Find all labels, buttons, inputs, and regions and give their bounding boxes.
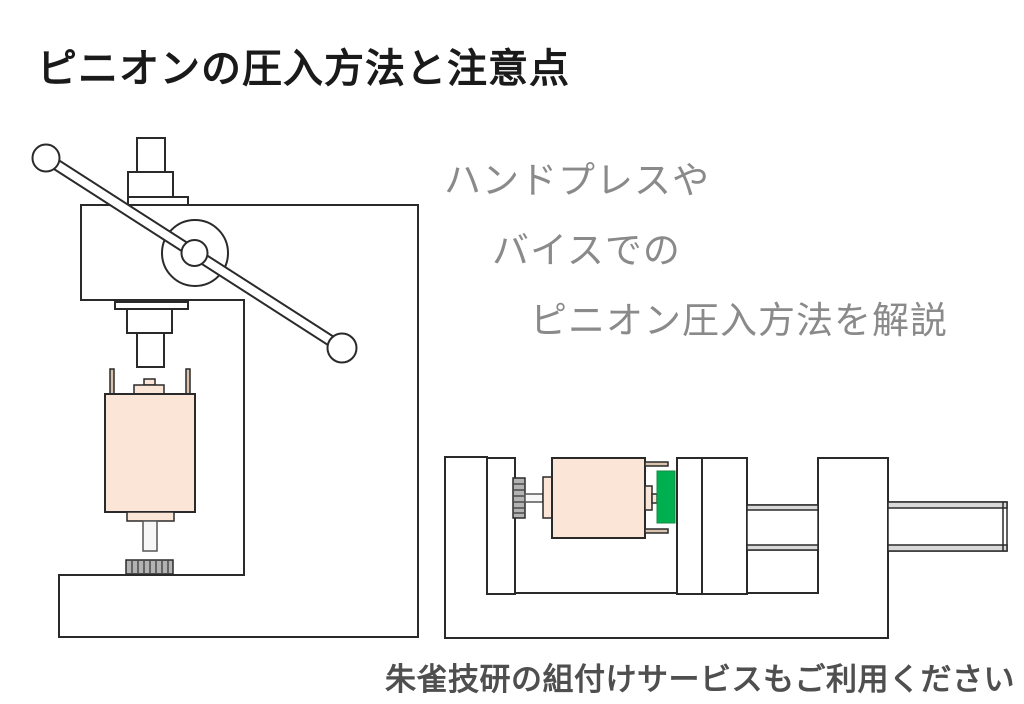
vise-slide-bar: [746, 504, 819, 551]
press-ram-plate: [114, 301, 189, 310]
press-ram-tip: [136, 332, 165, 368]
vise-fixed-jaw: [486, 457, 516, 595]
motor-shaft: [142, 520, 158, 552]
caption-line-1: ハンドプレスや: [444, 160, 710, 201]
motor-terminal-pin: [185, 368, 191, 395]
motor-endcap: [644, 485, 653, 511]
vise-slide-rail: [746, 544, 819, 551]
caption-line-2: バイスでの: [492, 230, 681, 271]
motor-terminal-pin: [644, 461, 669, 467]
motor-body: [551, 457, 646, 539]
page-title: ピニオンの圧入方法と注意点: [37, 47, 570, 91]
press-frame: [58, 204, 419, 638]
bench-vise-figure: [444, 456, 1008, 639]
motor-front-step: [542, 476, 553, 519]
vise-lead-screw: [887, 501, 1008, 552]
motor-endcap-button: [651, 493, 658, 504]
motor-shaft: [524, 493, 544, 503]
motor-terminal-pin: [644, 528, 669, 534]
motor-front-step: [126, 511, 175, 522]
press-handle-ball-left: [31, 143, 61, 173]
press-top-plate: [127, 196, 189, 206]
press-handle-ball-right: [326, 332, 358, 364]
caption-line-3: ピニオン圧入方法を解説: [530, 300, 948, 341]
vise-screw-rail: [887, 544, 1008, 552]
motor-terminal-pin: [109, 368, 115, 395]
pinion-gear-teeth: [131, 560, 169, 574]
press-ram-boss: [126, 308, 173, 334]
press-top-boss: [127, 171, 174, 198]
vise-movable-jaw-plate: [676, 457, 703, 595]
vise-slide-rail: [746, 504, 819, 511]
footer-note: 朱雀技研の組付けサービスもご利用ください: [385, 662, 1015, 697]
motor-endcap: [133, 384, 165, 395]
hand-press-figure: [31, 137, 419, 638]
vise-screw-rail: [887, 501, 1008, 509]
vise-movable-jaw-block: [701, 457, 748, 595]
green-spacer-block: [656, 470, 676, 524]
press-top-cap: [136, 137, 166, 173]
press-pivot-pin: [180, 239, 209, 267]
pinion-gear-teeth: [513, 483, 525, 514]
motor-endcap-button: [143, 378, 156, 386]
motor-body: [104, 393, 196, 513]
